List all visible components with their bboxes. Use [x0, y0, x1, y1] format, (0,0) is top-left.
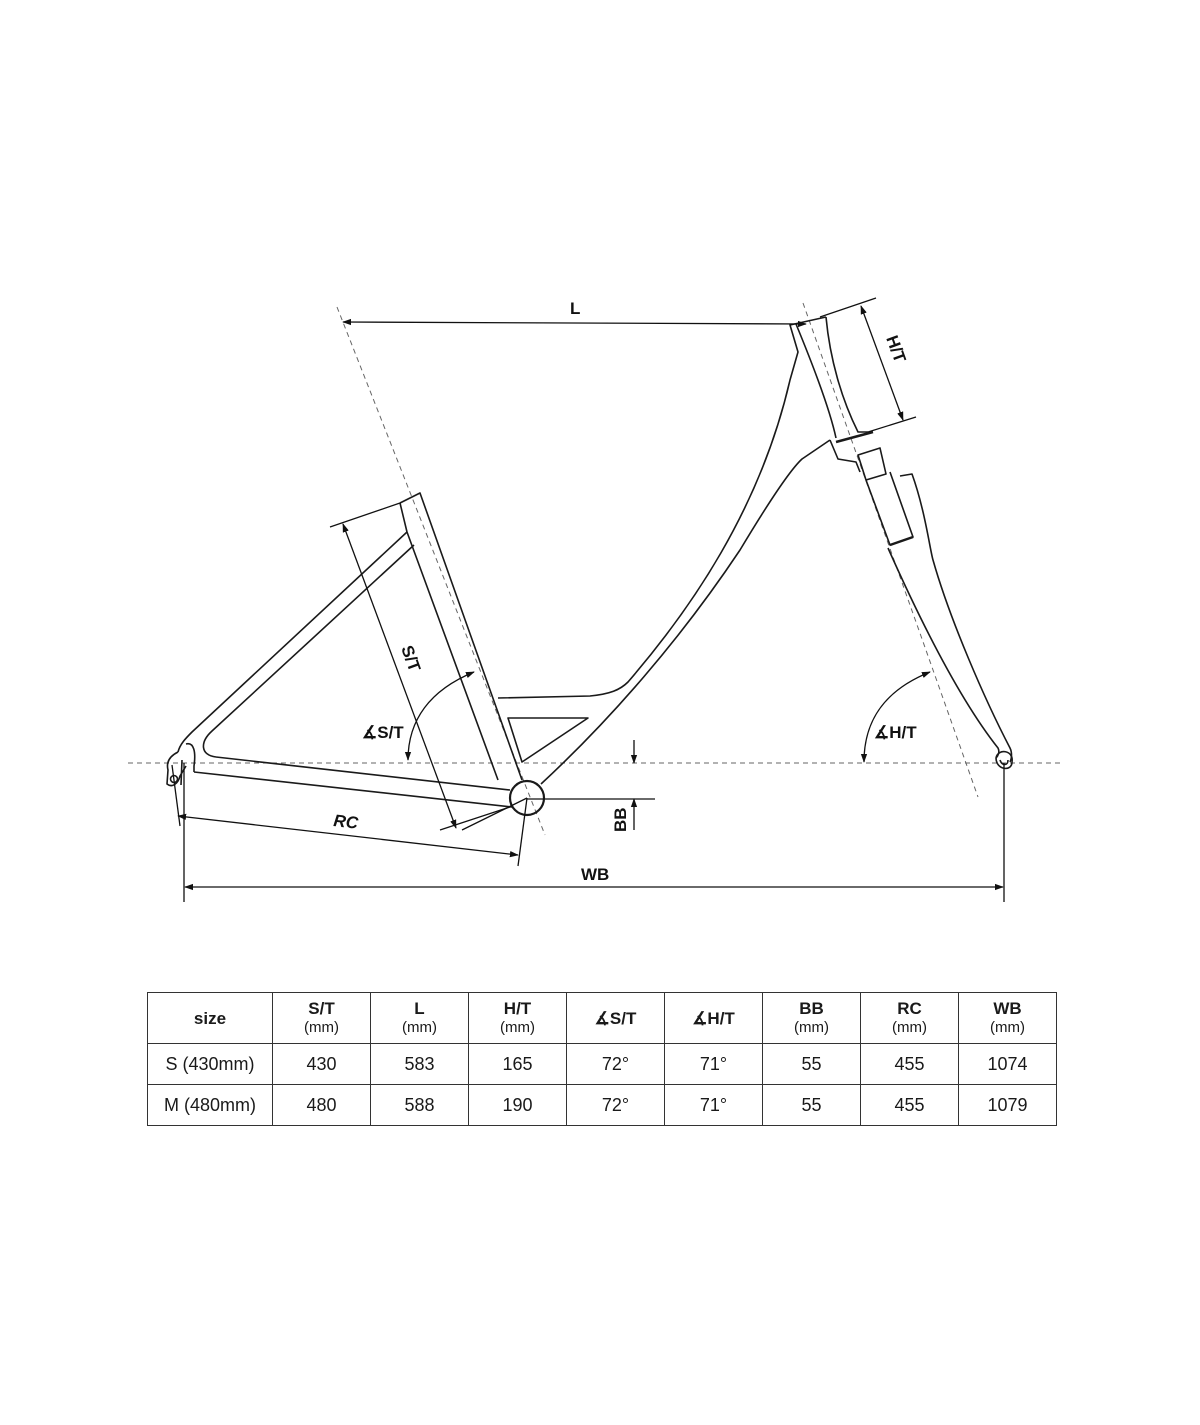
- cell-size: M (480mm): [147, 1084, 273, 1126]
- header-size: size: [147, 992, 273, 1044]
- dimension-lines: [171, 297, 1005, 902]
- seat-stay: [177, 531, 408, 753]
- cell-seat-tube: 480: [272, 1084, 371, 1126]
- rear-center-dimension: [177, 813, 519, 858]
- cell-rear-center: 455: [860, 1043, 959, 1085]
- cell-seat-tube: 430: [272, 1043, 371, 1085]
- cell-wheelbase: 1079: [958, 1084, 1057, 1126]
- header-head-tube: H/T(mm): [468, 992, 567, 1044]
- header-seat-tube-angle: ∡S/T: [566, 992, 665, 1044]
- cell-bb-drop: 55: [762, 1043, 861, 1085]
- chain-stay: [215, 756, 511, 791]
- header-wheelbase: WB(mm): [958, 992, 1057, 1044]
- table-row: S (430mm) 430 583 165 72° 71° 55 455 107…: [147, 1043, 1057, 1085]
- label-head-tube-length: H/T: [882, 333, 909, 366]
- head-tube-axis-line: [802, 302, 979, 798]
- reference-lines: [128, 302, 1062, 836]
- bottom-bracket: [508, 779, 546, 817]
- header-rear-center: RC(mm): [860, 992, 959, 1044]
- cell-head-tube: 190: [468, 1084, 567, 1126]
- cell-reach: 583: [370, 1043, 469, 1085]
- label-wheelbase: WB: [581, 865, 609, 884]
- label-reach: L: [570, 299, 580, 318]
- table-header-row: size S/T(mm) L(mm) H/T(mm) ∡S/T ∡H/T BB(…: [147, 992, 1057, 1044]
- reach-dimension: [342, 318, 807, 328]
- seat-tube-angle-arc: [404, 671, 475, 761]
- label-rear-center: RC: [333, 811, 360, 833]
- seat-tube: [399, 492, 523, 781]
- cell-seat-tube-angle: 72°: [566, 1084, 665, 1126]
- label-seat-tube-angle: ∡S/T: [362, 723, 404, 742]
- cell-rear-center: 455: [860, 1084, 959, 1126]
- rear-dropout: [166, 751, 187, 787]
- seat-tube-length-dimension: [342, 523, 457, 829]
- header-bb-drop: BB(mm): [762, 992, 861, 1044]
- header-reach: L(mm): [370, 992, 469, 1044]
- cell-reach: 588: [370, 1084, 469, 1126]
- bike-frame-geometry-diagram: L H/T S/T ∡S/T ∡H/T BB RC WB: [128, 297, 1062, 902]
- head-tube-angle-arc: [860, 671, 931, 763]
- cell-wheelbase: 1074: [958, 1043, 1057, 1085]
- header-seat-tube: S/T(mm): [272, 992, 371, 1044]
- geometry-table: size S/T(mm) L(mm) H/T(mm) ∡S/T ∡H/T BB(…: [147, 992, 1057, 1126]
- cell-head-tube: 165: [468, 1043, 567, 1085]
- cell-size: S (430mm): [147, 1043, 273, 1085]
- head-tube-length-dimension: [860, 305, 904, 421]
- label-head-tube-angle: ∡H/T: [874, 723, 917, 742]
- step-through-tube: [497, 316, 827, 699]
- label-seat-tube-length: S/T: [397, 643, 424, 675]
- label-bb-drop: BB: [611, 807, 630, 832]
- table-row: M (480mm) 480 588 190 72° 71° 55 455 107…: [147, 1084, 1057, 1126]
- fork-crown: [857, 447, 887, 481]
- head-tube: [825, 316, 868, 433]
- frame-gusset: [507, 717, 589, 763]
- cell-head-tube-angle: 71°: [664, 1043, 763, 1085]
- bike-frame: [166, 316, 1013, 817]
- cell-bb-drop: 55: [762, 1084, 861, 1126]
- front-dropout: [995, 750, 1013, 770]
- header-head-tube-angle: ∡H/T: [664, 992, 763, 1044]
- cell-head-tube-angle: 71°: [664, 1084, 763, 1126]
- cell-seat-tube-angle: 72°: [566, 1043, 665, 1085]
